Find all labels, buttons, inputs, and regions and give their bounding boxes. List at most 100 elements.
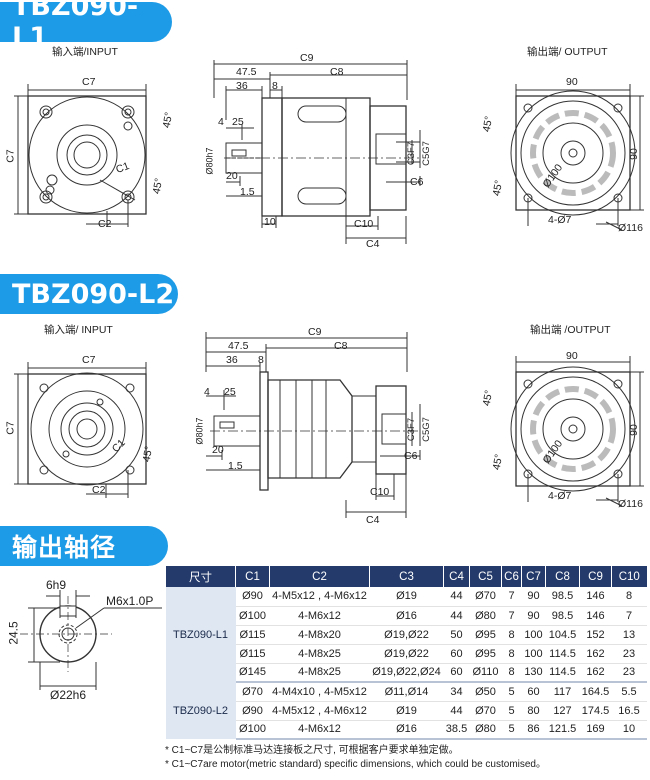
- l2-side-view-drawing: [205, 332, 421, 518]
- table-cell: 164.5: [579, 682, 612, 702]
- table-cell: 146: [579, 606, 612, 626]
- table-cell: Ø95: [469, 644, 502, 664]
- dim-label: C7: [4, 149, 17, 163]
- table-cell: 4-M5x12 , 4-M6x12: [269, 587, 370, 607]
- shaft-key-width: 6h9: [46, 578, 67, 592]
- table-cell: 13: [611, 625, 647, 645]
- table-cell: 23: [611, 663, 647, 683]
- table-cell: 100: [521, 644, 546, 664]
- dim-label: C5G7: [420, 417, 432, 442]
- l1-output-flange-drawing: [510, 84, 644, 231]
- table-cell: 44: [443, 701, 470, 721]
- dim-label: 90: [627, 424, 640, 436]
- table-cell: Ø70: [469, 701, 502, 721]
- dim-label: 20: [212, 444, 224, 456]
- shaft-diameter: Ø22h6: [50, 688, 87, 702]
- section-banner-l1: TBZ090-L1: [0, 0, 172, 53]
- table-cell: Ø70: [235, 682, 270, 702]
- section-banner-l2: TBZ090-L2: [0, 274, 178, 314]
- table-cell: 162: [579, 644, 612, 664]
- table-cell: 114.5: [545, 644, 580, 664]
- table-cell: Ø19: [369, 587, 444, 607]
- table-cell: 8: [501, 625, 522, 645]
- dim-label: 8: [258, 354, 264, 366]
- table-cell: Ø50: [469, 682, 502, 702]
- table-cell: 127: [545, 701, 580, 721]
- table-cell: 169: [579, 720, 612, 740]
- table-cell: 44: [443, 606, 470, 626]
- table-cell: 8: [501, 644, 522, 664]
- l2-output-flange-drawing: [510, 356, 644, 507]
- table-cell: 130: [521, 663, 546, 683]
- dim-label: 20: [226, 170, 238, 182]
- dim-label: C5G7: [420, 141, 432, 166]
- dim-label: C10: [370, 486, 390, 498]
- note-cn: * C1~C7是公制标准马达连接板之尺寸, 可根据客户要求单独定做。: [165, 745, 459, 756]
- dim-label: C10: [354, 218, 374, 230]
- dim-label: C6: [404, 450, 418, 462]
- dim-label: C7: [82, 76, 96, 88]
- l1-input-label: 输入端/INPUT: [52, 46, 118, 58]
- shaft-section-drawing: [20, 590, 162, 690]
- table-cell: Ø19,Ø22,Ø24: [369, 663, 444, 683]
- table-cell: Ø70: [469, 587, 502, 607]
- dim-label: Ø80h7: [204, 147, 215, 175]
- table-cell: 7: [501, 587, 522, 607]
- banner-title: 输出轴径: [12, 533, 117, 562]
- table-cell: 4-M4x10 , 4-M5x12: [269, 682, 370, 702]
- table-header-cell: C1: [235, 566, 270, 587]
- table-cell: Ø145: [235, 663, 270, 683]
- dim-label: C4: [366, 514, 380, 526]
- table-cell: Ø80: [469, 606, 502, 626]
- note-en: * C1~C7are motor(metric standard) specif…: [165, 759, 546, 770]
- table-cell: 5: [501, 682, 522, 702]
- l2-input-label: 输入端/ INPUT: [44, 324, 113, 336]
- table-cell: 90: [521, 606, 546, 626]
- table-cell: 100: [521, 625, 546, 645]
- dim-label: 1.5: [240, 186, 255, 198]
- table-cell: 50: [443, 625, 470, 645]
- model-cell: TBZ090-L1: [165, 587, 236, 682]
- table-cell: 38.5: [443, 720, 470, 740]
- table-cell: 86: [521, 720, 546, 740]
- model-cell: TBZ090-L2: [165, 682, 236, 739]
- dim-label: C7: [82, 354, 96, 366]
- table-cell: 98.5: [545, 606, 580, 626]
- dim-label: 25: [224, 386, 236, 398]
- dim-label: 4: [204, 386, 210, 398]
- table-cell: 60: [443, 644, 470, 664]
- footnotes: * C1~C7是公制标准马达连接板之尺寸, 可根据客户要求单独定做。 * C1~…: [165, 744, 546, 772]
- table-cell: Ø100: [235, 606, 270, 626]
- table-cell: 7: [501, 606, 522, 626]
- table-cell: 5.5: [611, 682, 647, 702]
- table-cell: 23: [611, 644, 647, 664]
- shaft-thread: M6x1.0P: [106, 594, 154, 608]
- table-cell: 98.5: [545, 587, 580, 607]
- dim-label: 36: [236, 80, 248, 92]
- table-cell: 60: [521, 682, 546, 702]
- table-cell: Ø90: [235, 587, 270, 607]
- table-cell: 90: [521, 587, 546, 607]
- table-header-cell: C9: [579, 566, 612, 587]
- table-cell: Ø90: [235, 701, 270, 721]
- l2-input-flange-drawing: [14, 362, 147, 498]
- table-cell: Ø115: [235, 644, 270, 664]
- table-cell: 162: [579, 663, 612, 683]
- table-cell: 44: [443, 587, 470, 607]
- table-header-cell: C3: [369, 566, 444, 587]
- table-header-cell: C8: [545, 566, 580, 587]
- dim-label: Ø116: [618, 498, 643, 510]
- table-header-cell: C10: [611, 566, 647, 587]
- table-cell: Ø19: [369, 701, 444, 721]
- dim-label: C3F7: [406, 417, 418, 442]
- shaft-height: 24.5: [6, 621, 21, 645]
- table-cell: 10: [611, 720, 647, 740]
- l1-side-view-drawing: [213, 60, 421, 244]
- table-cell: 152: [579, 625, 612, 645]
